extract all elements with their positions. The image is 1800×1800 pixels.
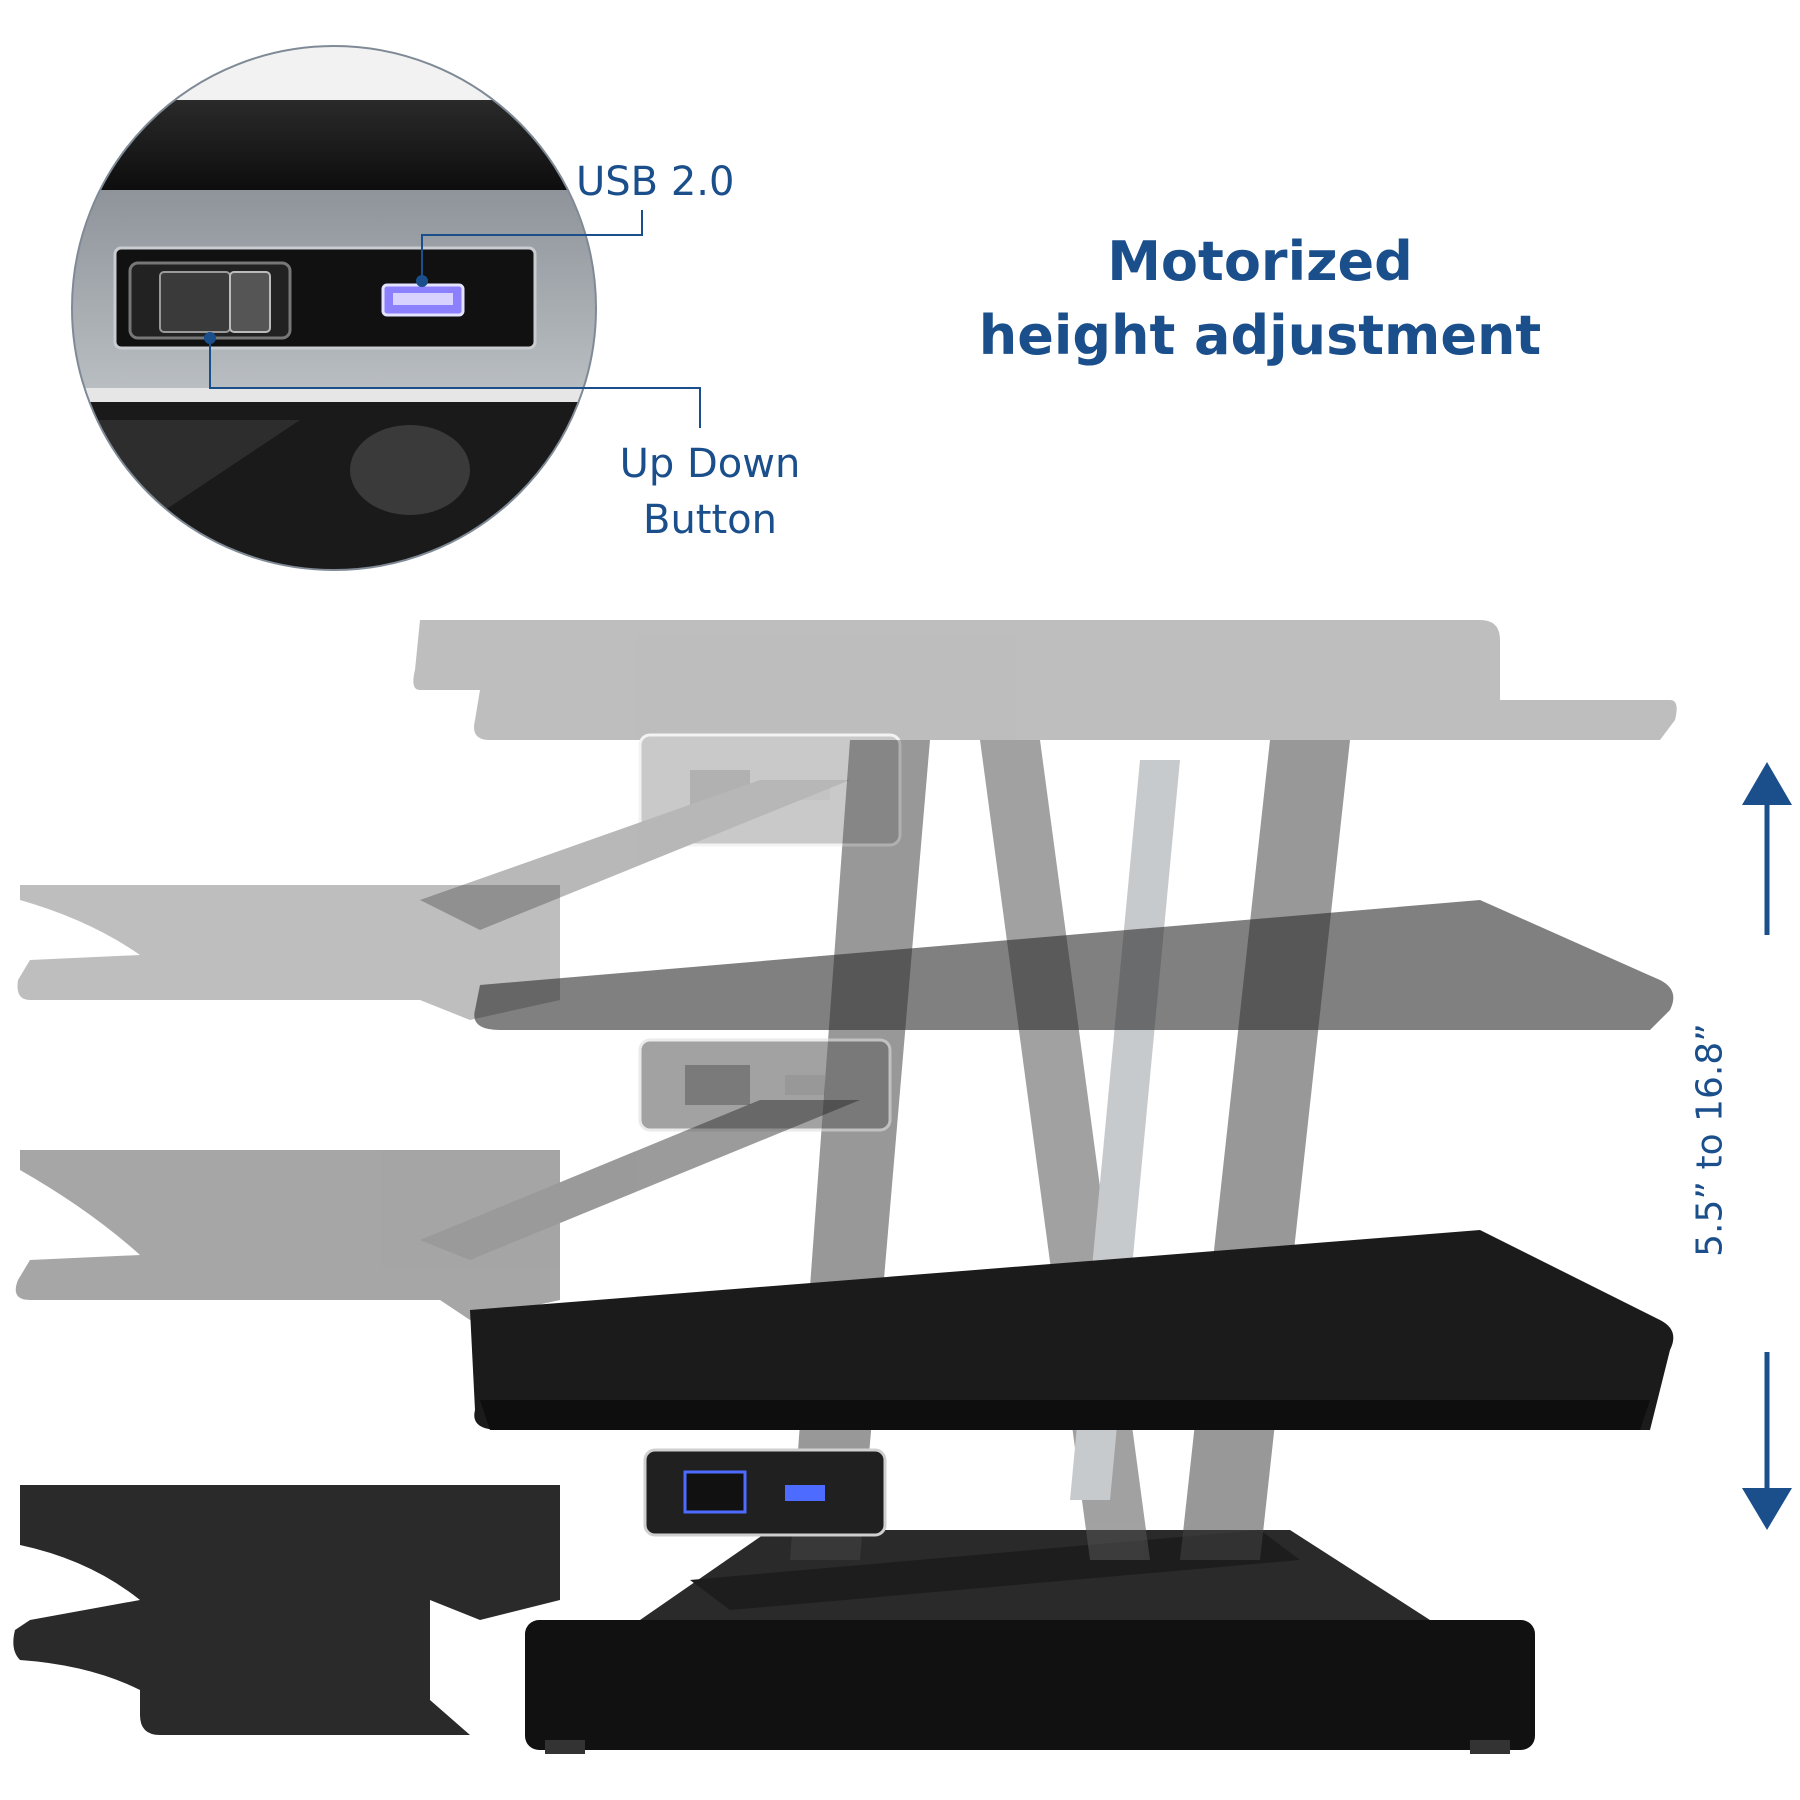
headline-line-2: height adjustment (978, 304, 1542, 367)
height-arrows (1742, 762, 1792, 1530)
callout-lines (204, 210, 701, 428)
usb-callout-label: USB 2.0 (576, 159, 735, 205)
desk-converter-illustration (13, 620, 1677, 1754)
arrow-up-icon (1742, 762, 1792, 805)
arrow-down-icon (1742, 1488, 1792, 1530)
updown-callout-label: Up Down Button (600, 436, 820, 548)
updown-callout-line-2: Button (643, 497, 777, 543)
headline: Motorized height adjustment (960, 225, 1560, 373)
height-range-label: 5.5” to 16.8” (1689, 1023, 1731, 1257)
updown-callout-line-1: Up Down (619, 441, 801, 487)
detail-circle (71, 45, 597, 571)
headline-line-1: Motorized (1107, 230, 1413, 293)
